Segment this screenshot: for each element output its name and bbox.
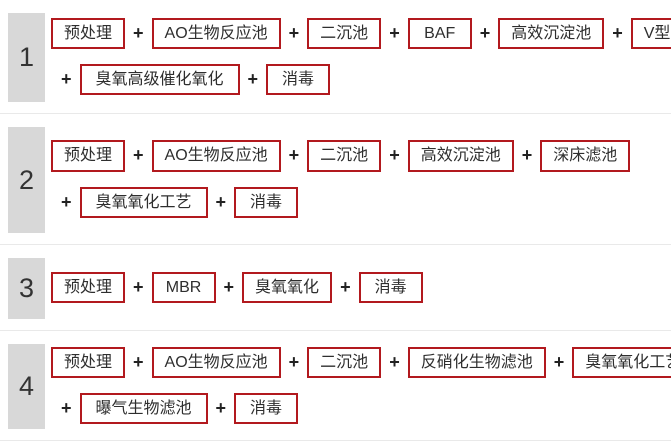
plus-separator: +: [215, 191, 227, 212]
process-line-continuation: + 臭氧高级催化氧化 + 消毒: [61, 64, 671, 96]
process-step-box: 二沉池: [307, 17, 382, 49]
plus-separator: +: [389, 145, 400, 166]
process-step-box: 预处理: [51, 140, 126, 172]
process-step-box: 高效沉淀池: [498, 17, 605, 49]
plus-separator: +: [288, 145, 300, 166]
process-step-box: 消毒: [266, 64, 331, 96]
process-step-box: 二沉池: [307, 140, 382, 172]
process-line: 预处理 + AO生物反应池 + 二沉池 + 高效沉淀池 + 深床滤池: [51, 140, 671, 172]
plus-separator: +: [61, 398, 72, 419]
process-row-content: 预处理 + MBR + 臭氧氧化 + 消毒: [45, 245, 671, 330]
row-number-badge: 1: [8, 13, 45, 102]
process-step-box: 预处理: [51, 346, 126, 378]
plus-separator: +: [215, 398, 227, 419]
process-step-box: 臭氧高级催化氧化: [79, 64, 240, 96]
plus-separator: +: [61, 191, 72, 212]
plus-separator: +: [553, 351, 565, 372]
row-number-badge: 4: [8, 344, 45, 429]
plus-separator: +: [133, 351, 144, 372]
process-step-box: V型滤池: [630, 17, 671, 49]
plus-separator: +: [612, 22, 623, 43]
process-line: 预处理 + AO生物反应池 + 二沉池 + BAF + 高效沉淀池 + V型滤池: [51, 17, 671, 49]
process-step-box: 消毒: [358, 271, 423, 304]
row-number-badge: 2: [8, 127, 45, 233]
process-step-box: 高效沉淀池: [407, 140, 514, 172]
plus-separator: +: [521, 145, 533, 166]
process-step-box: AO生物反应池: [151, 17, 281, 49]
plus-separator: +: [247, 69, 259, 90]
process-step-box: 深床滤池: [540, 140, 631, 172]
plus-separator: +: [389, 351, 400, 372]
row-number-badge: 3: [8, 258, 45, 319]
process-line: 预处理 + AO生物反应池 + 二沉池 + 反硝化生物滤池 + 臭氧氧化工艺: [51, 346, 671, 378]
process-step-box: 消毒: [234, 393, 299, 425]
process-step-box: MBR: [151, 271, 216, 304]
process-step-box: BAF: [407, 17, 472, 49]
process-step-box: AO生物反应池: [151, 346, 281, 378]
plus-separator: +: [133, 22, 144, 43]
plus-separator: +: [61, 69, 72, 90]
plus-separator: +: [389, 22, 400, 43]
plus-separator: +: [288, 351, 300, 372]
process-line-continuation: + 臭氧氧化工艺 + 消毒: [61, 186, 671, 218]
process-step-box: 反硝化生物滤池: [407, 346, 546, 378]
plus-separator: +: [133, 145, 144, 166]
process-line-continuation: + 曝气生物滤池 + 消毒: [61, 393, 671, 425]
plus-separator: +: [223, 277, 235, 297]
process-step-box: 预处理: [51, 271, 126, 304]
process-step-box: 臭氧氧化: [242, 271, 333, 304]
process-step-box: 曝气生物滤池: [79, 393, 208, 425]
process-row-content: 预处理+AO生物反应池+二沉池+BAF+高效沉淀池+V型滤池+臭氧高级催化氧化+…: [45, 0, 671, 113]
process-step-box: AO生物反应池: [151, 140, 281, 172]
plus-separator: +: [133, 277, 144, 297]
plus-separator: +: [479, 22, 491, 43]
process-step-box: 臭氧氧化工艺: [572, 346, 671, 378]
process-row-content: 预处理 + AO生物反应池 + 二沉池 + 反硝化生物滤池 + 臭氧氧化工艺 + 曝气生物滤池 + 消毒: [45, 331, 671, 440]
plus-separator: +: [288, 22, 300, 43]
process-step-box: 预处理: [51, 17, 126, 49]
process-step-box: 消毒: [234, 186, 299, 218]
process-step-box: 二沉池: [307, 346, 382, 378]
plus-separator: +: [340, 277, 351, 297]
process-line: 预处理 + MBR + 臭氧氧化 + 消毒: [51, 271, 671, 304]
process-row-content: 预处理 + AO生物反应池 + 二沉池 + 高效沉淀池 + 深床滤池 + 臭氧氧化工艺 + 消毒: [45, 114, 671, 244]
process-step-box: 臭氧氧化工艺: [79, 186, 208, 218]
